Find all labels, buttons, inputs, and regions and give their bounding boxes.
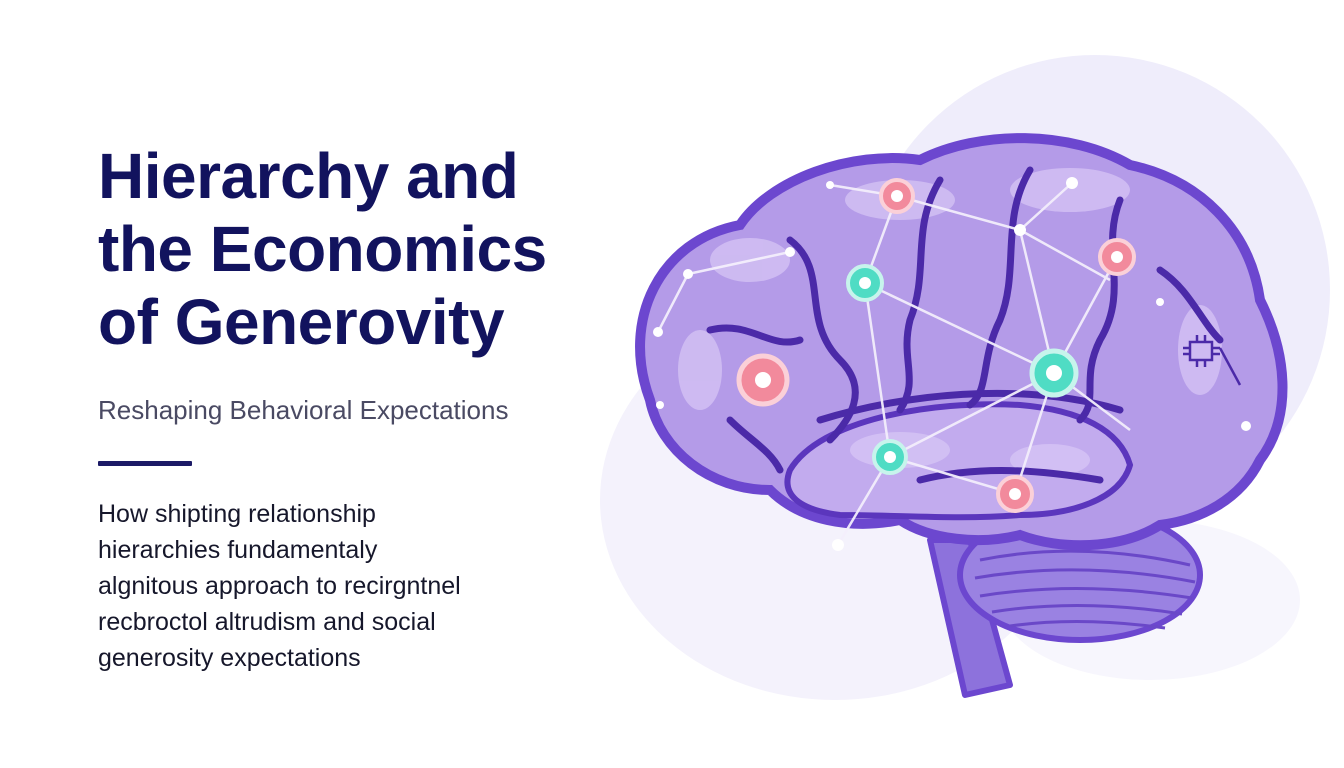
page-title: Hierarchy and the Economics of Generovit… — [98, 140, 618, 359]
body-line: hierarchies fundamentaly — [98, 536, 378, 564]
text-column: Hierarchy and the Economics of Generovit… — [98, 140, 618, 676]
body-text: How shipting relationship hierarchies fu… — [98, 496, 618, 676]
title-line: of Generovity — [98, 286, 505, 358]
brain-illustration — [635, 133, 1288, 698]
network-nodes-pink — [736, 178, 1136, 513]
temporal-lobe — [784, 401, 1134, 521]
network-dots — [653, 177, 1251, 551]
body-line: How shipting relationship — [98, 500, 376, 528]
title-line: Hierarchy and — [98, 140, 519, 212]
network-nodes-teal — [846, 264, 1079, 475]
subtitle: Reshaping Behavioral Expectations — [98, 395, 509, 425]
title-line: the Economics — [98, 213, 547, 285]
body-line: recbroctol altrudism and social — [98, 608, 436, 636]
chip-icon — [1183, 335, 1242, 386]
body-line: algnitous approach to recirgntnel — [98, 572, 461, 600]
divider — [98, 461, 192, 466]
body-line: generosity expectations — [98, 644, 361, 672]
